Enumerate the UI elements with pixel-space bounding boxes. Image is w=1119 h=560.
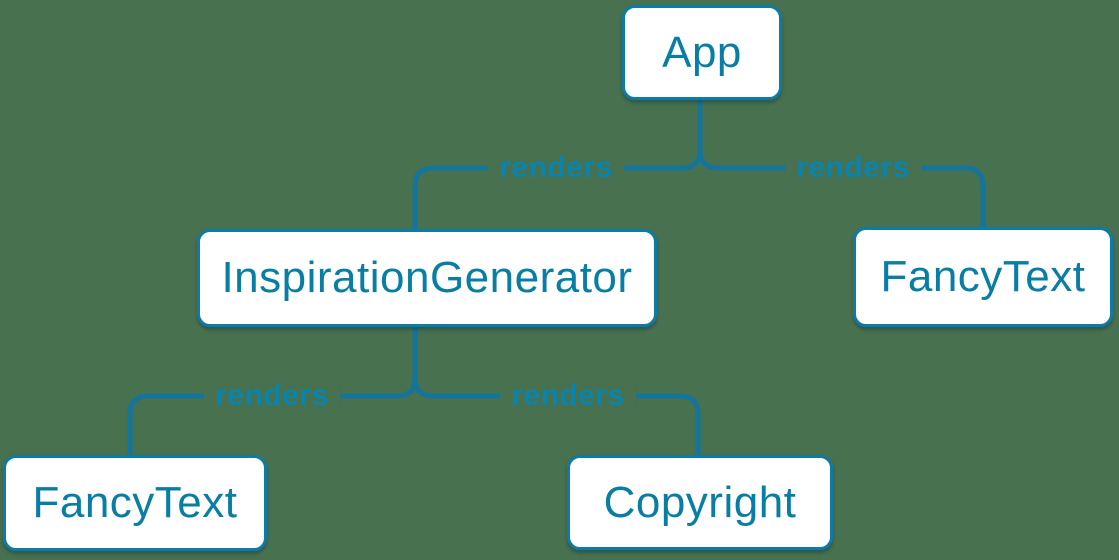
node-fancy-text-label: FancyText xyxy=(880,252,1086,301)
edge-label-renders: renders xyxy=(500,377,636,415)
edge-label-renders: renders xyxy=(785,149,921,187)
node-copyright-label: Copyright xyxy=(603,477,797,527)
node-app-label: App xyxy=(662,27,742,77)
node-inspiration-generator-label: InspirationGenerator xyxy=(221,253,633,302)
node-app: App xyxy=(622,5,782,100)
edge-label-renders: renders xyxy=(204,377,340,415)
node-fancy-text: FancyText xyxy=(853,227,1113,327)
edge-label-renders: renders xyxy=(488,149,624,187)
node-fancy-text: FancyText xyxy=(3,455,267,551)
node-copyright: Copyright xyxy=(567,455,833,550)
node-fancy-text-label: FancyText xyxy=(32,478,238,527)
node-inspiration-generator: InspirationGenerator xyxy=(197,229,657,327)
